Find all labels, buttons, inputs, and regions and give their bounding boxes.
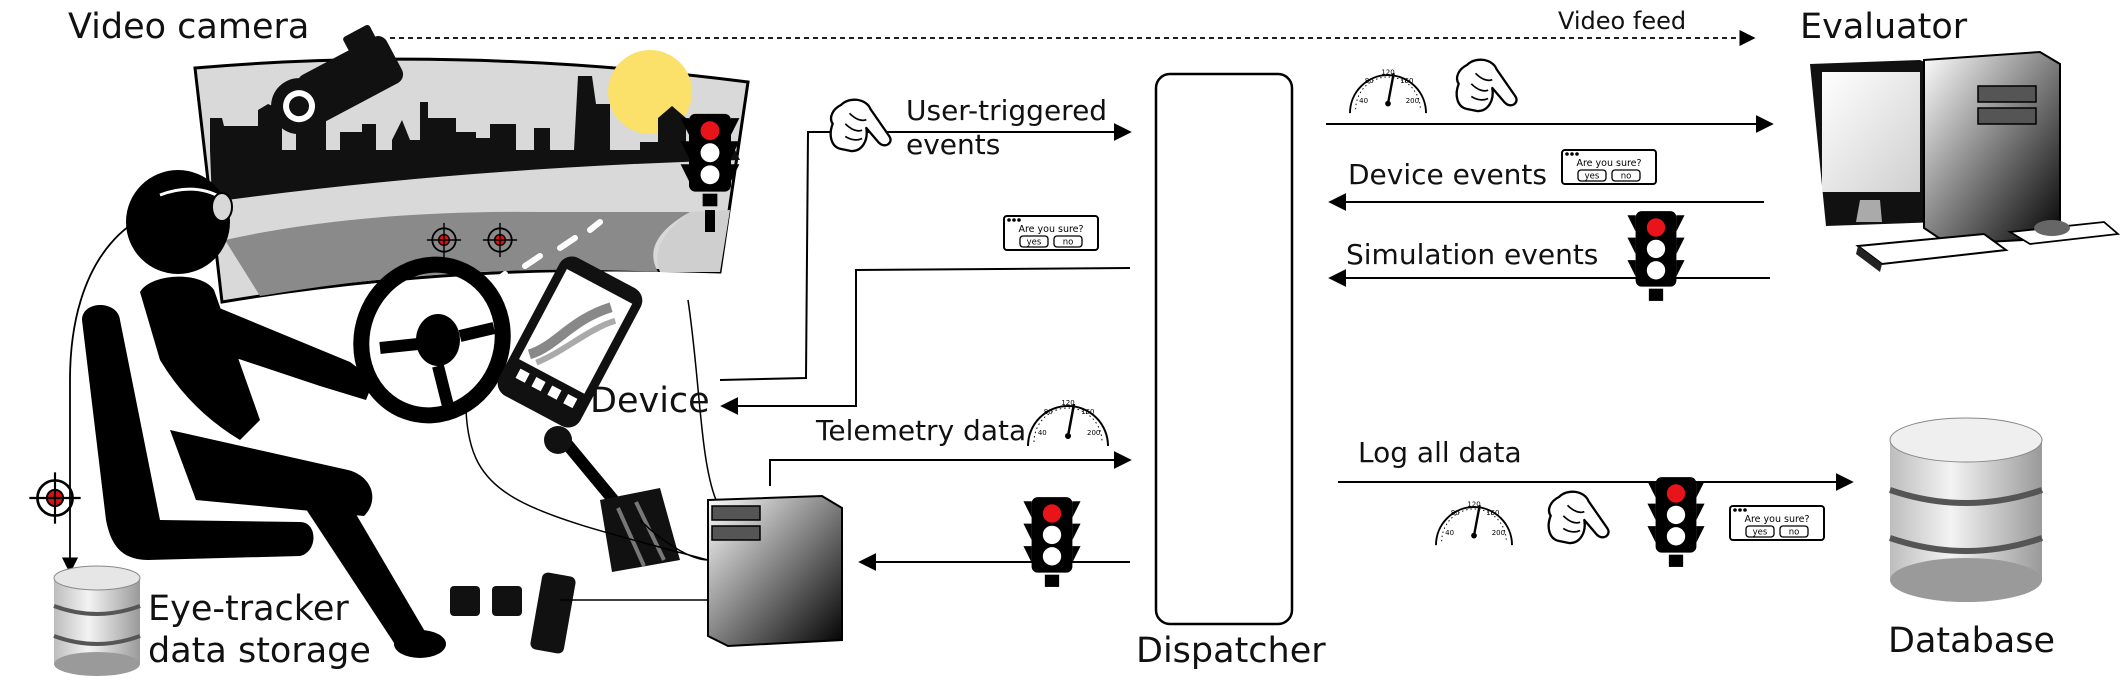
dialog-icon-log: Are you sure? yes no bbox=[1729, 505, 1825, 541]
wire-wheel-to-pc bbox=[465, 409, 709, 561]
gauge-tick-label: 120 bbox=[1467, 500, 1480, 508]
gauge-tick-label: 120 bbox=[1381, 68, 1394, 76]
gauge-tick-label: 40 bbox=[1359, 97, 1368, 105]
user-event-hand-icon bbox=[829, 98, 892, 153]
gear-shifter bbox=[544, 426, 680, 572]
gauge-tick-label: 40 bbox=[1445, 529, 1454, 537]
wire-shifter-to-pc bbox=[639, 519, 709, 561]
city-skyline bbox=[210, 76, 740, 202]
gauge-icon-log bbox=[1434, 504, 1514, 547]
eye-tracker-arrow bbox=[61, 204, 211, 574]
gauge-tick-label: 160 bbox=[1486, 509, 1499, 517]
dialog-yes-text: yes bbox=[1753, 528, 1768, 538]
eye-tracker-label-line2: data storage bbox=[148, 631, 371, 671]
database-icon bbox=[1889, 417, 2043, 602]
hand-icon-evaluator bbox=[1455, 58, 1518, 113]
hand-icon-log bbox=[1547, 490, 1610, 545]
device-label: Device bbox=[590, 381, 710, 421]
dialog-no-text: no bbox=[1621, 172, 1632, 182]
windshield-scene bbox=[193, 50, 750, 304]
eye-tracker-target-icon bbox=[28, 471, 83, 526]
video-camera-icon bbox=[271, 24, 404, 135]
gauge-tick-label: 200 bbox=[1492, 529, 1505, 537]
device-events-label: Device events bbox=[1348, 158, 1547, 191]
steering-wheel bbox=[353, 256, 511, 424]
gauge-tick-label: 160 bbox=[1400, 77, 1413, 85]
evaluator-computer-icon bbox=[1810, 50, 2121, 272]
smartphone-device-icon bbox=[497, 256, 643, 428]
dialog-question-text: Are you sure? bbox=[1744, 514, 1809, 525]
gauge-tick-label: 80 bbox=[1451, 509, 1460, 517]
video-feed-label: Video feed bbox=[1558, 7, 1687, 35]
dialog-yes-text: yes bbox=[1027, 238, 1042, 248]
dialog-question-text: Are you sure? bbox=[1576, 158, 1641, 169]
eye-tracker-label-line1: Eye-tracker bbox=[148, 589, 349, 629]
log-all-data-label: Log all data bbox=[1358, 436, 1522, 469]
video-camera-label: Video camera bbox=[68, 7, 310, 47]
gauge-tick-label: 80 bbox=[1044, 408, 1053, 416]
simulation-events-label: Simulation events bbox=[1346, 238, 1599, 271]
traffic-light-icon-log bbox=[1647, 477, 1705, 567]
road bbox=[225, 211, 690, 296]
database-label: Database bbox=[1888, 621, 2056, 661]
device-feedback-arrow bbox=[720, 267, 1131, 415]
dispatcher-label: Dispatcher bbox=[1136, 631, 1326, 671]
dialog-icon-left: Are you sure? yes no bbox=[1003, 215, 1099, 251]
gauge-tick-label: 160 bbox=[1081, 408, 1094, 416]
telemetry-gauge-icon bbox=[1026, 402, 1110, 448]
dialog-yes-text: yes bbox=[1585, 172, 1600, 182]
driver-figure bbox=[82, 170, 446, 658]
telemetry-data-label: Telemetry data bbox=[816, 414, 1027, 447]
traffic-light-icon-right bbox=[1627, 211, 1685, 301]
eye-tracker-storage-icon bbox=[53, 565, 141, 676]
gauge-tick-label: 120 bbox=[1061, 399, 1074, 407]
dispatcher-box bbox=[1154, 72, 1294, 626]
wire-screen-to-pc bbox=[687, 299, 717, 501]
traffic-light-street bbox=[680, 113, 740, 232]
gauge-tick-label: 200 bbox=[1087, 429, 1100, 437]
simulator-computer-icon bbox=[707, 494, 843, 648]
gauge-icon-evaluator bbox=[1348, 72, 1428, 115]
telemetry-arrow bbox=[769, 451, 1132, 486]
dialog-no-text: no bbox=[1789, 528, 1800, 538]
pedals bbox=[450, 572, 576, 654]
user-triggered-label-line1: User-triggered bbox=[906, 94, 1108, 127]
gauge-tick-label: 200 bbox=[1406, 97, 1419, 105]
user-triggered-label-line2: events bbox=[906, 128, 1001, 161]
user-events-arrow bbox=[719, 123, 1132, 381]
dialog-icon-device-events: Are you sure? yes no bbox=[1561, 149, 1657, 185]
evaluator-label: Evaluator bbox=[1800, 7, 1968, 47]
gauge-tick-label: 80 bbox=[1365, 77, 1374, 85]
dialog-no-text: no bbox=[1063, 238, 1074, 248]
driver-head bbox=[126, 170, 230, 274]
traffic-light-icon-left bbox=[1023, 497, 1081, 587]
eye-tracker-glasses bbox=[211, 192, 233, 222]
gauge-tick-label: 40 bbox=[1038, 429, 1047, 437]
dialog-question-text: Are you sure? bbox=[1018, 224, 1083, 235]
